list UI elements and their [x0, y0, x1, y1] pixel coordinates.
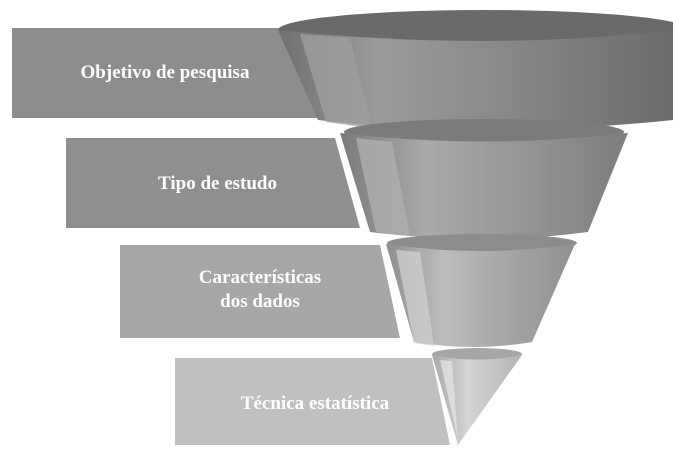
funnel-segment-3-highlight	[396, 250, 434, 346]
stage-label-1: Objetivo de pesquisa	[80, 62, 250, 83]
funnel-rim-2	[344, 119, 624, 145]
funnel-segment-3	[386, 244, 575, 347]
funnel-segment-2-highlight	[356, 138, 410, 236]
funnel-segment-1	[278, 30, 673, 130]
stage-label-3: Características dos dados	[198, 267, 322, 312]
stage-label-2: Tipo de estudo	[158, 173, 277, 194]
funnel-rim-3	[387, 234, 577, 252]
stage-band-1	[12, 28, 318, 118]
funnel-rim-4	[432, 348, 522, 360]
stage-label-4: Técnica estatística	[240, 393, 390, 414]
stage-band-2	[66, 138, 360, 228]
funnel-segment-4-highlight	[440, 360, 458, 440]
stage-band-3	[120, 245, 400, 338]
funnel-segment-1-highlight	[300, 34, 372, 128]
funnel-segment-2	[340, 133, 628, 239]
stage-band-4	[175, 358, 450, 445]
